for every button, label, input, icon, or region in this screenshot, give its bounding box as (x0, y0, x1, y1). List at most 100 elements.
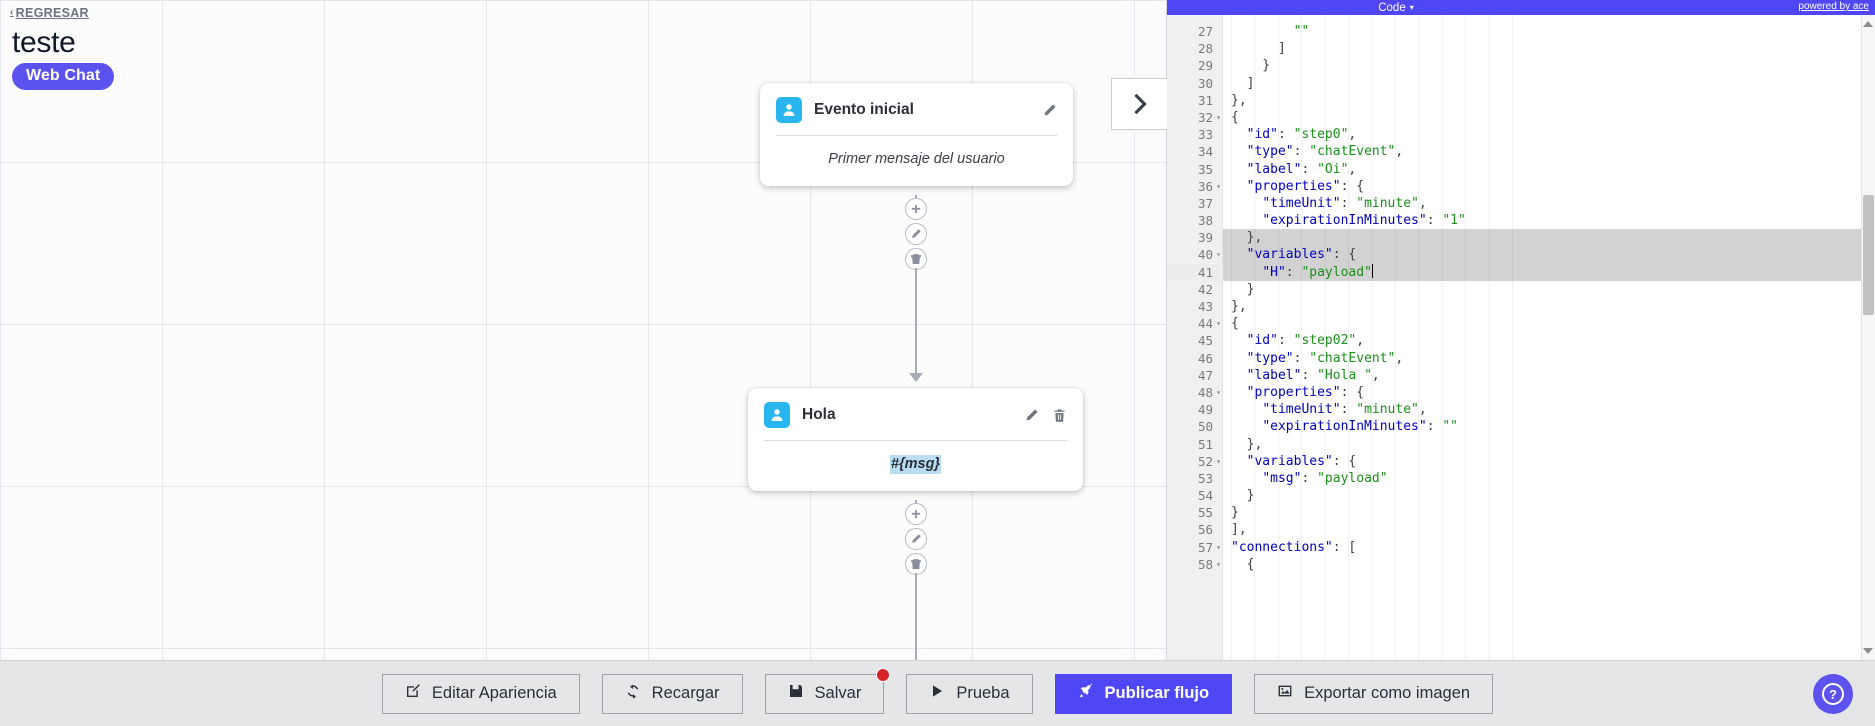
code-line-56[interactable]: 56], (1167, 521, 1875, 538)
node-actions[interactable] (1042, 103, 1057, 118)
code-line-44[interactable]: 44▾{ (1167, 315, 1875, 332)
code-line-32[interactable]: 32▾{ (1167, 109, 1875, 126)
connector-controls-1[interactable] (905, 198, 927, 273)
edit-icon-2[interactable] (1024, 408, 1039, 423)
question-mark-icon: ? (1822, 683, 1844, 705)
editor-scroll-thumb[interactable] (1863, 195, 1874, 315)
code-line-34[interactable]: 34 "type": "chatEvent", (1167, 143, 1875, 160)
code-line-39[interactable]: 39 }, (1167, 229, 1875, 247)
code-line-43[interactable]: 43}, (1167, 298, 1875, 315)
chevron-left-icon: ‹ (10, 7, 14, 18)
delete-icon[interactable] (1052, 408, 1067, 423)
toolbar-button-recargar[interactable]: Recargar (601, 673, 743, 714)
connector-controls-2[interactable] (905, 503, 927, 578)
code-line-40[interactable]: 40▾ "variables": { (1167, 246, 1875, 264)
toolbar-button-publicar-flujo[interactable]: Publicar flujo (1054, 673, 1233, 714)
scroll-down-icon[interactable] (1863, 648, 1873, 654)
add-node-button[interactable] (905, 198, 927, 220)
ace-credit-link[interactable]: powered by ace (1798, 1, 1869, 12)
editor-gutter[interactable] (1167, 15, 1223, 660)
delete-connector-button-2[interactable] (905, 553, 927, 575)
edit-connector-button-2[interactable] (905, 528, 927, 550)
toolbar-button-editar-apariencia[interactable]: Editar Apariencia (381, 673, 580, 714)
code-line-53[interactable]: 53 "msg": "payload" (1167, 470, 1875, 487)
fold-toggle-icon[interactable]: ▾ (1216, 387, 1221, 397)
help-button[interactable]: ? (1813, 674, 1853, 714)
node-header-2: Hola (748, 388, 1083, 440)
delete-connector-button[interactable] (905, 248, 927, 270)
editor-scrollbar[interactable] (1861, 15, 1875, 660)
line-number: 28 (1197, 41, 1213, 57)
line-number: 55 (1197, 505, 1213, 521)
code-line-50[interactable]: 50 "expirationInMinutes": "" (1167, 418, 1875, 435)
code-line-47[interactable]: 47 "label": "Hola ", (1167, 367, 1875, 384)
flow-node-hola[interactable]: Hola #{msg} (748, 388, 1083, 491)
code-line-45[interactable]: 45 "id": "step02", (1167, 332, 1875, 349)
fold-toggle-icon[interactable]: ▾ (1216, 456, 1221, 466)
code-line-41[interactable]: 41 "H": "payload" (1167, 263, 1875, 282)
fold-toggle-icon[interactable]: ▾ (1216, 542, 1221, 552)
code-line-text: "variables": { (1246, 247, 1357, 263)
edit-connector-button[interactable] (905, 223, 927, 245)
toolbar-button-prueba[interactable]: Prueba (906, 673, 1033, 714)
code-line-38[interactable]: 38 "expirationInMinutes": "1" (1167, 212, 1875, 229)
code-line-text: ] (1231, 41, 1286, 57)
code-lines[interactable]: 27 ""28 ]29 }30 ]31},32▾{33 "id": "step0… (1167, 23, 1875, 573)
code-line-35[interactable]: 35 "label": "Oi", (1167, 161, 1875, 178)
back-link[interactable]: ‹ REGRESAR (10, 6, 89, 20)
line-number: 47 (1197, 367, 1213, 383)
fold-toggle-icon[interactable]: ▾ (1216, 319, 1221, 329)
fold-toggle-icon[interactable]: ▾ (1216, 181, 1221, 191)
code-line-51[interactable]: 51 }, (1167, 436, 1875, 453)
page-title: teste (12, 26, 76, 59)
code-line-text: "type": "chatEvent", (1246, 144, 1404, 160)
scroll-up-icon[interactable] (1863, 21, 1873, 27)
code-line-28[interactable]: 28 ] (1167, 40, 1875, 57)
code-line-48[interactable]: 48▾ "properties": { (1167, 384, 1875, 401)
code-line-30[interactable]: 30 ] (1167, 75, 1875, 92)
code-line-57[interactable]: 57▾"connections": [ (1167, 539, 1875, 556)
fold-toggle-icon[interactable]: ▾ (1216, 559, 1221, 569)
code-line-58[interactable]: 58▾ { (1167, 556, 1875, 573)
flow-node-evento-inicial[interactable]: Evento inicial Primer mensaje del usuari… (760, 83, 1073, 186)
flow-canvas[interactable]: ‹ REGRESAR teste Web Chat (0, 0, 1166, 660)
code-line-54[interactable]: 54 } (1167, 487, 1875, 504)
fold-toggle-icon[interactable]: ▾ (1216, 112, 1221, 122)
code-line-29[interactable]: 29 } (1167, 57, 1875, 74)
node-body-text: Primer mensaje del usuario (828, 151, 1005, 167)
code-line-text: "properties": { (1246, 178, 1365, 194)
add-node-button-2[interactable] (905, 503, 927, 525)
line-number: 35 (1197, 161, 1213, 177)
code-line-55[interactable]: 55} (1167, 504, 1875, 521)
node-divider-2 (764, 440, 1067, 441)
toolbar-button-exportar-como-imagen[interactable]: Exportar como imagen (1254, 673, 1494, 714)
code-line-text: "timeUnit": "minute", (1262, 402, 1427, 418)
code-line-36[interactable]: 36▾ "properties": { (1167, 178, 1875, 195)
collapse-panel-button[interactable] (1111, 78, 1167, 130)
node-actions-2[interactable] (1024, 408, 1067, 423)
code-line-49[interactable]: 49 "timeUnit": "minute", (1167, 401, 1875, 418)
unsaved-changes-badge (876, 667, 891, 682)
code-dropdown[interactable]: Code ▾ (1378, 2, 1414, 14)
code-line-31[interactable]: 31}, (1167, 92, 1875, 109)
node-variable-token[interactable]: #{msg} (889, 455, 942, 474)
code-line-33[interactable]: 33 "id": "step0", (1167, 126, 1875, 143)
code-line-52[interactable]: 52▾ "variables": { (1167, 453, 1875, 470)
refresh-icon (625, 683, 641, 704)
line-number: 31 (1197, 92, 1213, 108)
toolbar-button-salvar[interactable]: Salvar (764, 667, 891, 714)
code-line-27[interactable]: 27 "" (1167, 23, 1875, 40)
code-line-text: } (1231, 488, 1255, 504)
code-line-42[interactable]: 42 } (1167, 281, 1875, 298)
line-number: 40 (1197, 247, 1213, 263)
code-line-37[interactable]: 37 "timeUnit": "minute", (1167, 195, 1875, 212)
code-line-text: "properties": { (1246, 384, 1365, 400)
code-line-text: "label": "Hola ", (1246, 367, 1380, 383)
code-editor[interactable]: 27 ""28 ]29 }30 ]31},32▾{33 "id": "step0… (1167, 15, 1875, 660)
edit-icon[interactable] (1042, 103, 1057, 118)
toolbar-button-label: Salvar (814, 684, 862, 702)
code-panel-header: Code ▾ powered by ace (1167, 0, 1875, 15)
fold-toggle-icon[interactable]: ▾ (1216, 250, 1221, 260)
code-line-46[interactable]: 46 "type": "chatEvent", (1167, 350, 1875, 367)
code-line-text: { (1231, 556, 1255, 572)
